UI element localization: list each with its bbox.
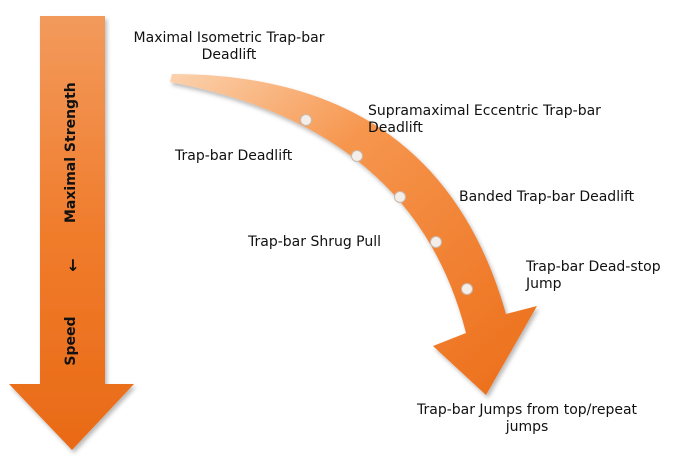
progression-dot-2	[351, 150, 363, 162]
label-supramaximal-eccentric: Supramaximal Eccentric Trap-bar Deadlift	[368, 103, 601, 136]
maximal-strength-label: Maximal Strength	[63, 82, 79, 223]
curved-progression-arrow	[170, 74, 537, 395]
progression-dots	[300, 114, 473, 295]
label-dead-stop-jump: Trap-bar Dead-stop Jump	[526, 259, 661, 292]
vertical-down-arrow	[9, 16, 134, 450]
progression-dot-5	[461, 283, 473, 295]
label-trap-bar-deadlift: Trap-bar Deadlift	[175, 148, 293, 164]
speed-label: Speed	[63, 316, 79, 366]
progression-dot-3	[394, 191, 406, 203]
label-shrug-pull: Trap-bar Shrug Pull	[248, 234, 382, 250]
progression-dot-1	[300, 114, 312, 126]
progression-dot-4	[430, 236, 442, 248]
label-maximal-isometric: Maximal Isometric Trap-bar Deadlift	[133, 30, 325, 63]
direction-arrow-symbol: ←	[63, 258, 82, 272]
label-banded-deadlift: Banded Trap-bar Deadlift	[459, 189, 635, 205]
label-trap-bar-jumps: Trap-bar Jumps from top/repeat jumps	[416, 402, 638, 435]
